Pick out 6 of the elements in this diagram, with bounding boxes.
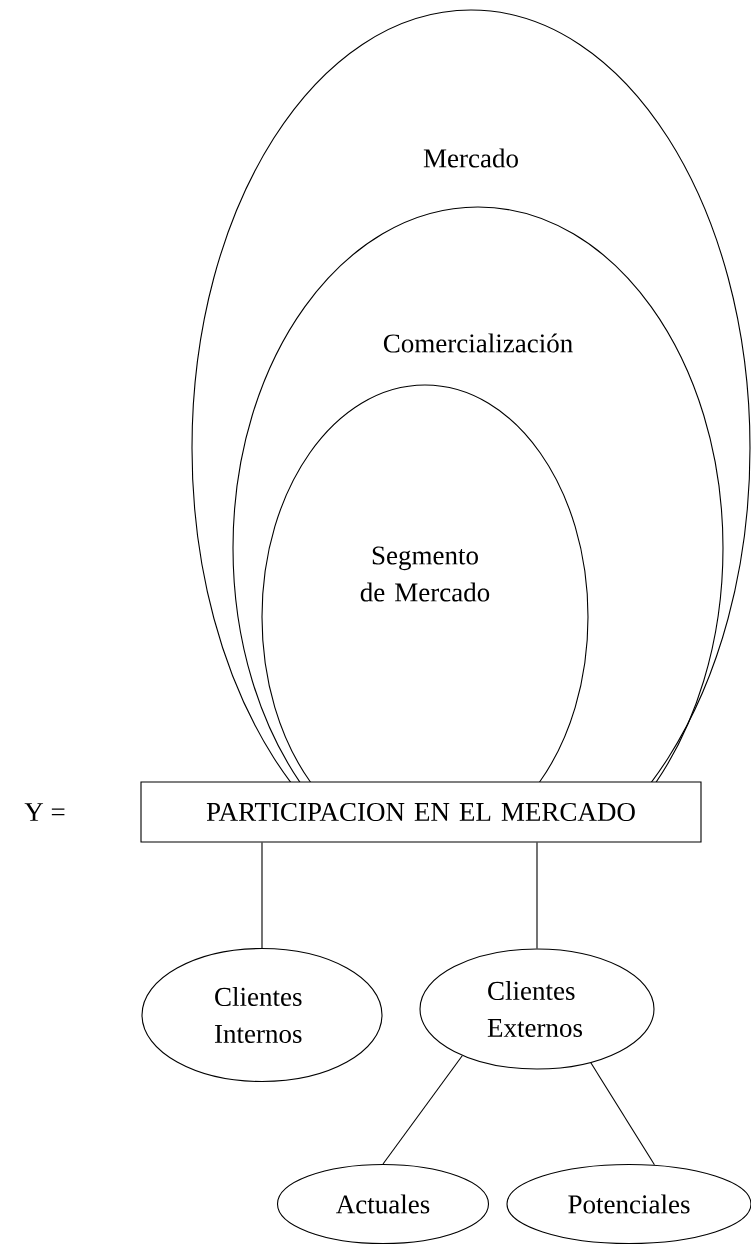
connector-line (590, 1062, 655, 1166)
equation-label: Y = (24, 803, 65, 821)
rectangle-box: PARTICIPACION EN EL MERCADO (140, 781, 702, 843)
connector-line (382, 1055, 463, 1165)
connector-line (536, 842, 538, 949)
connector-line (261, 842, 263, 949)
